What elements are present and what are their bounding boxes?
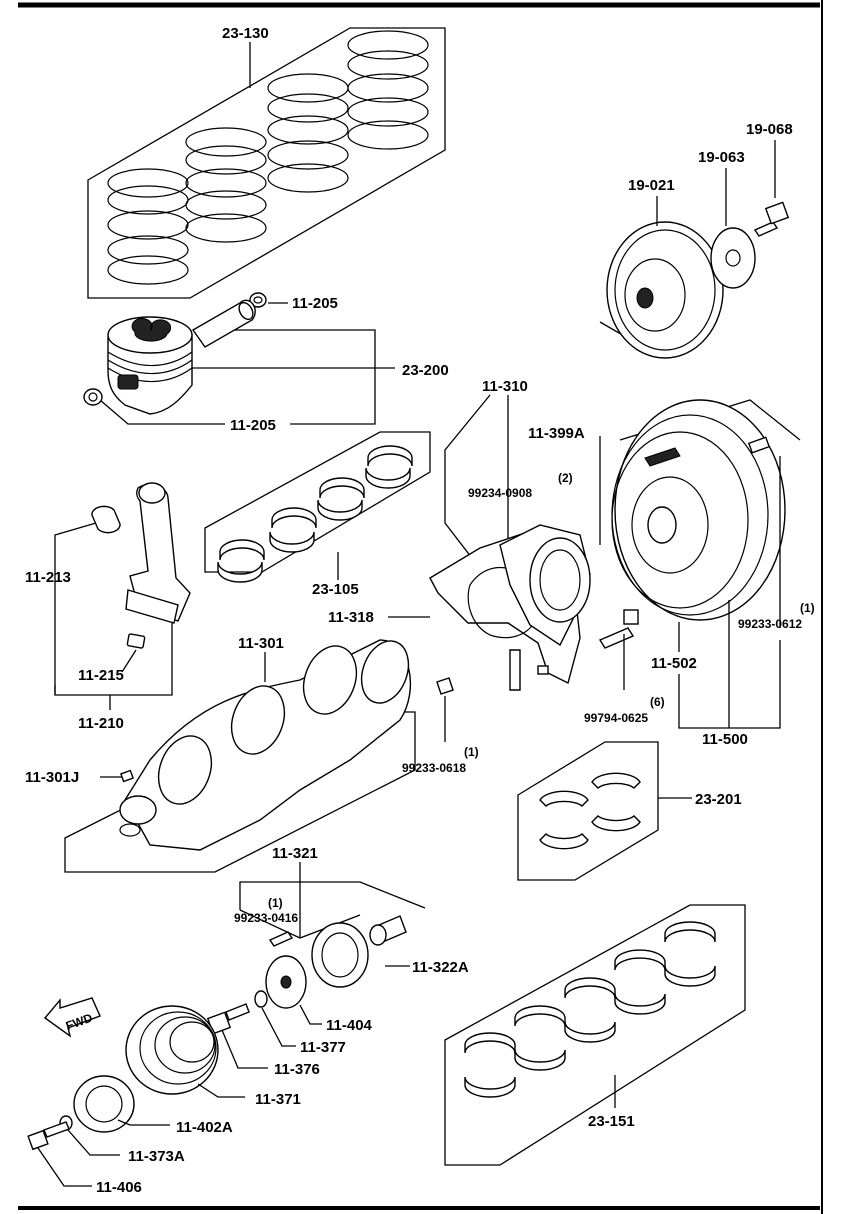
- callout-11-322A: 11-322A: [412, 959, 469, 976]
- main-bearings-group: [444, 904, 746, 1166]
- callout-11-402A: 11-402A: [176, 1119, 233, 1136]
- rear-seal-cover: [429, 394, 591, 691]
- callout-11-205-bottom: 11-205: [230, 417, 276, 434]
- callout-11-502: 11-502: [651, 655, 697, 672]
- callout-23-105: 23-105: [312, 581, 359, 598]
- callout-99233-0618: 99233-0618: [402, 761, 466, 775]
- drive-plate-group: [599, 201, 790, 359]
- rod-bearings-group: [204, 431, 431, 583]
- thrust-bearings-group: [517, 741, 659, 881]
- callout-11-500: 11-500: [702, 731, 748, 748]
- crankshaft: [64, 639, 454, 873]
- qty-99794-0625: (6): [650, 695, 665, 709]
- crank-sprocket-group: [239, 862, 426, 1009]
- flywheel-group: [598, 399, 801, 649]
- callout-23-130: 23-130: [222, 25, 269, 42]
- callout-23-200: 23-200: [402, 362, 449, 379]
- callout-11-321: 11-321: [272, 845, 318, 862]
- callout-11-406: 11-406: [96, 1179, 142, 1196]
- callout-99233-0416: 99233-0416: [234, 911, 298, 925]
- callout-11-404: 11-404: [326, 1017, 373, 1034]
- qty-99233-0416: (1): [268, 896, 283, 910]
- callout-11-371: 11-371: [255, 1091, 301, 1108]
- callout-11-205-top: 11-205: [292, 295, 338, 312]
- callout-11-213: 11-213: [25, 569, 71, 586]
- callout-99794-0625: 99794-0625: [584, 711, 648, 725]
- callout-11-210: 11-210: [78, 715, 124, 732]
- callout-11-301: 11-301: [238, 635, 284, 652]
- qty-99233-0618: (1): [464, 745, 479, 759]
- qty-99234-0908: (2): [558, 471, 573, 485]
- callout-11-377: 11-377: [300, 1039, 346, 1056]
- callout-23-201: 23-201: [695, 791, 742, 808]
- callout-11-318: 11-318: [328, 609, 374, 626]
- callout-19-021: 19-021: [628, 177, 675, 194]
- callout-19-063: 19-063: [698, 149, 745, 166]
- callout-99233-0612: 99233-0612: [738, 617, 802, 631]
- piston-assembly: [83, 292, 395, 425]
- callout-11-399A: 11-399A: [528, 425, 585, 442]
- callout-23-151: 23-151: [588, 1113, 635, 1130]
- callout-11-376: 11-376: [274, 1061, 320, 1078]
- callout-11-215: 11-215: [78, 667, 124, 684]
- qty-99233-0612: (1): [800, 601, 815, 615]
- crank-pulley-group: [27, 1003, 250, 1151]
- connecting-rod: [54, 482, 191, 696]
- callout-11-301J: 11-301J: [25, 769, 79, 786]
- callout-11-310: 11-310: [482, 378, 528, 395]
- fwd-arrow-icon: FWD: [43, 997, 101, 1038]
- callout-19-068: 19-068: [746, 121, 793, 138]
- callout-11-373A: 11-373A: [128, 1148, 185, 1165]
- callout-99234-0908: 99234-0908: [468, 486, 532, 500]
- piston-rings-group: [87, 27, 446, 299]
